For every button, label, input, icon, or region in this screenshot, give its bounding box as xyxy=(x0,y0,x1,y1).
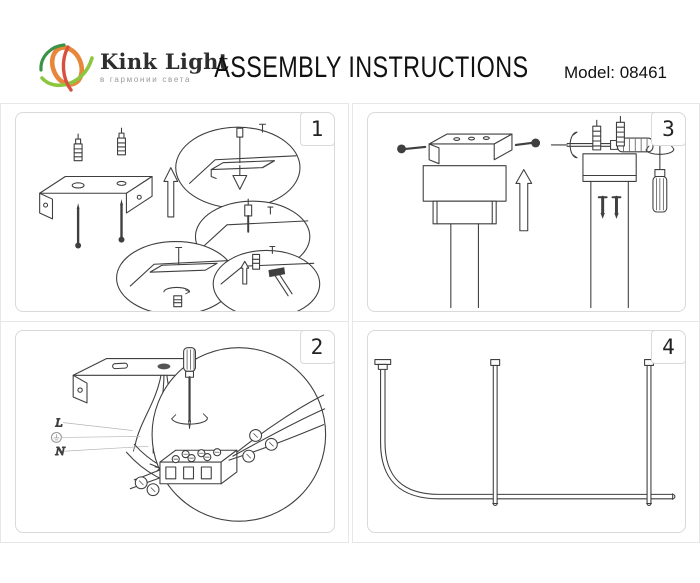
canopy-drawing xyxy=(422,165,507,309)
screwdriver-icon xyxy=(550,131,654,159)
wires-into-terminal xyxy=(129,463,161,497)
step4-diagram xyxy=(373,358,675,506)
up-arrow-icon xyxy=(163,167,179,218)
page-title: ASSEMBLY INSTRUCTIONS xyxy=(214,51,529,84)
screw-glyph-icon xyxy=(269,245,276,254)
detail-circle-anchor xyxy=(212,245,321,311)
ceiling-cap-icon xyxy=(489,358,500,366)
wire-label-live: L xyxy=(54,417,62,430)
screw-icon xyxy=(75,203,82,249)
mounting-bracket-drawing xyxy=(39,175,153,220)
detail-circle-terminal xyxy=(129,347,327,522)
step3-diagram xyxy=(396,115,674,309)
screw-glyph-icon xyxy=(267,206,274,215)
screwdriver-icon xyxy=(645,125,674,213)
black-screw-icon xyxy=(396,144,426,154)
wall-anchor-icon xyxy=(117,127,126,156)
black-screw-icon xyxy=(597,195,608,219)
step-number-1: 1 xyxy=(299,112,335,146)
screw-glyph-icon xyxy=(259,123,267,133)
detail-circle-screwing xyxy=(116,241,236,311)
wall-anchor-icon xyxy=(73,133,83,162)
screw-icon xyxy=(118,199,125,243)
screwdriver-icon xyxy=(171,347,208,429)
instruction-grid: 1 xyxy=(0,103,700,543)
ceiling-cap-icon xyxy=(373,358,391,370)
header: Kink Light в гармонии света ASSEMBLY INS… xyxy=(0,0,700,103)
brand-tagline: в гармонии света xyxy=(100,74,192,84)
ceiling-bracket-drawing xyxy=(428,133,513,165)
black-screw-icon xyxy=(611,195,621,219)
model-number: Model: 08461 xyxy=(563,63,667,82)
wire-label-neutral: N xyxy=(54,445,65,458)
up-arrow-icon xyxy=(514,169,532,232)
assembled-fixture-drawing xyxy=(373,358,675,506)
pencil-icon xyxy=(232,127,248,190)
step-number-2: 2 xyxy=(299,330,335,364)
panel-step-4: 4 xyxy=(366,330,686,533)
terminal-block-drawing xyxy=(159,448,238,485)
panel-step-3: 3 xyxy=(366,112,686,312)
drill-bit-icon xyxy=(244,198,253,233)
cell-step-4: 4 xyxy=(351,322,700,543)
brand-logo: Kink Light в гармонии света xyxy=(38,40,229,94)
step2-diagram: L N xyxy=(50,347,327,522)
cell-step-1: 1 xyxy=(0,103,349,322)
detail-circle-marking xyxy=(175,123,301,209)
step-number-4: 4 xyxy=(651,330,686,364)
step-number-3: 3 xyxy=(651,112,686,146)
panel-step-2: 2 xyxy=(15,330,335,533)
earth-icon xyxy=(50,431,62,443)
cell-step-3: 3 xyxy=(351,103,700,322)
hammer-icon xyxy=(268,267,293,297)
step1-diagram xyxy=(39,123,321,311)
wires-into-terminal xyxy=(228,394,326,463)
cell-step-2: 2 xyxy=(0,322,349,543)
kink-light-logo-icon xyxy=(39,43,94,92)
rod-connector-drawing xyxy=(581,115,637,309)
panel-step-1: 1 xyxy=(15,112,335,312)
brand-name: Kink Light xyxy=(100,48,229,74)
black-screw-icon xyxy=(514,138,540,148)
